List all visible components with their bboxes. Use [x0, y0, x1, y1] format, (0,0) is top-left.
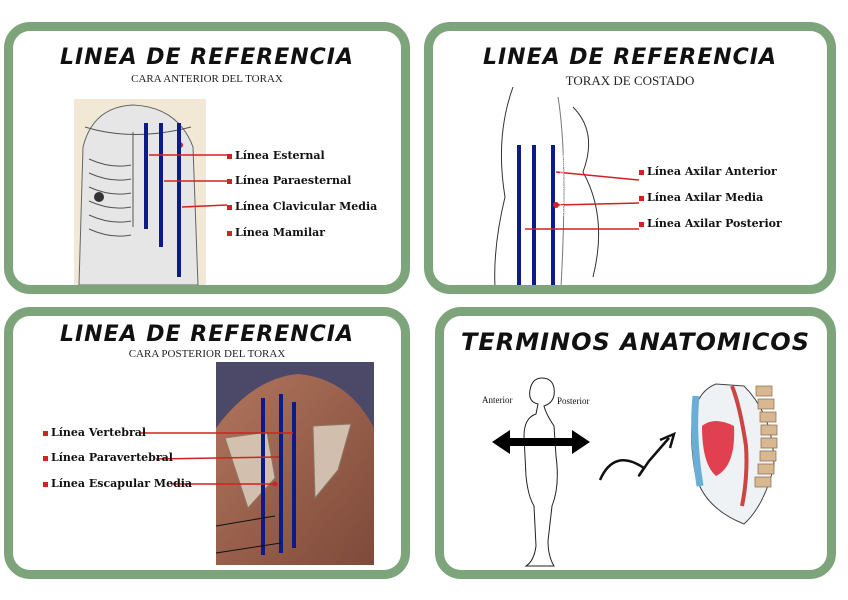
label-posterior: Posterior — [557, 396, 590, 406]
body-profile-illustration — [492, 377, 778, 567]
card-title: LINEA DE REFERENCIA — [59, 322, 355, 347]
label-linea-mamilar: Línea Mamilar — [227, 226, 325, 239]
posterior-thorax-photo — [141, 362, 374, 565]
card-anterior-thorax: LINEA DE REFERENCIA CARA ANTERIOR DEL TO… — [4, 22, 410, 294]
vertical-text-posterior: POSTERIOR AXILLARY LINE — [463, 136, 469, 216]
label-anterior: Anterior — [482, 395, 513, 405]
card-title: LINEA DE REFERENCIA — [482, 45, 778, 70]
anterior-thorax-illustration — [74, 99, 228, 285]
label-linea-axilar-media: Línea Axilar Media — [639, 191, 763, 204]
label-linea-esternal: Línea Esternal — [227, 149, 325, 162]
label-linea-escapular-media: Línea Escapular Media — [43, 477, 192, 490]
card-subtitle: CARA POSTERIOR DEL TORAX — [128, 348, 286, 360]
card-subtitle: CARA ANTERIOR DEL TORAX — [131, 73, 283, 85]
card-title: TERMINOS ANATOMICOS — [460, 328, 810, 356]
label-linea-clavicular-media: Línea Clavicular Media — [227, 200, 377, 213]
label-linea-vertebral: Línea Vertebral — [43, 426, 146, 439]
vertical-text-middle: MIDDLE AXILLARY LINE — [541, 146, 547, 216]
lateral-thorax-illustration — [494, 86, 640, 285]
label-linea-paravertebral: Línea Paravertebral — [43, 451, 173, 464]
label-linea-axilar-anterior: Línea Axilar Anterior — [639, 165, 777, 178]
card-posterior-thorax: LINEA DE REFERENCIA CARA POSTERIOR DEL T… — [4, 307, 410, 579]
card-title: LINEA DE REFERENCIA — [59, 45, 355, 70]
card-lateral-thorax: LINEA DE REFERENCIA TORAX DE COSTADO POS… — [424, 22, 836, 294]
vertical-text-anterior: ANTERIOR AXIL. LINE — [560, 153, 566, 217]
label-linea-axilar-posterior: Línea Axilar Posterior — [639, 217, 782, 230]
card-terminos-anatomicos: TERMINOS ANATOMICOS Anterior Posterior — [435, 307, 836, 579]
label-linea-paraesternal: Línea Paraesternal — [227, 174, 351, 187]
card-subtitle: TORAX DE COSTADO — [565, 73, 695, 88]
